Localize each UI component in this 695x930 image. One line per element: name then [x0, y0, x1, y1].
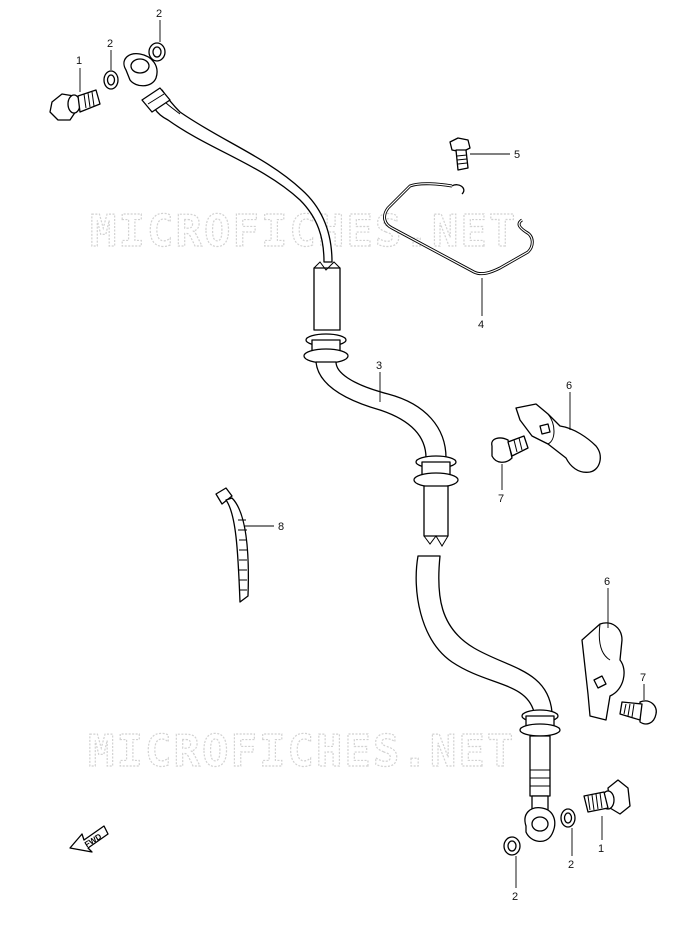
washer-top-b [148, 42, 166, 62]
union-bolt-bottom [583, 779, 631, 815]
callout-2-top-b: 2 [156, 8, 162, 20]
callout-7-bottom: 7 [640, 672, 646, 684]
washer-top-a [103, 70, 119, 90]
leader-lines [79, 20, 645, 888]
watermark-top: MICROFICHES.NET [90, 206, 517, 257]
callout-2-bottom-b: 2 [512, 891, 518, 903]
callout-8: 8 [278, 521, 284, 533]
callout-1-top: 1 [76, 55, 82, 67]
bolt-5 [449, 137, 471, 171]
wire-clamp [383, 182, 534, 276]
callout-5: 5 [514, 149, 520, 161]
hose-clamp-top [515, 403, 601, 473]
washer-bottom-a [560, 808, 576, 828]
callout-2-bottom-a: 2 [568, 859, 574, 871]
banjo-fitting-bottom [524, 807, 556, 842]
callout-6-top: 6 [566, 380, 572, 392]
callout-2-top-a: 2 [107, 38, 113, 50]
hose-clamp-bottom [581, 622, 625, 721]
callout-4: 4 [478, 319, 484, 331]
bolt-7-bottom [619, 700, 657, 725]
cable-tie [215, 487, 249, 603]
callout-3: 3 [376, 360, 382, 372]
callout-1-bottom: 1 [598, 843, 604, 855]
union-bolt-top [49, 89, 101, 121]
washer-bottom-b [503, 836, 521, 856]
banjo-fitting-top [123, 53, 158, 87]
callout-labels: 1 2 2 5 4 3 6 7 8 6 7 1 2 2 [76, 8, 646, 903]
callout-7-top: 7 [498, 493, 504, 505]
forward-arrow-icon: FWD [69, 825, 109, 853]
bolt-7-top [491, 435, 529, 463]
watermark-bottom: MICROFICHES.NET [88, 726, 515, 777]
callout-6-bottom: 6 [604, 576, 610, 588]
brake-hose [141, 87, 561, 811]
